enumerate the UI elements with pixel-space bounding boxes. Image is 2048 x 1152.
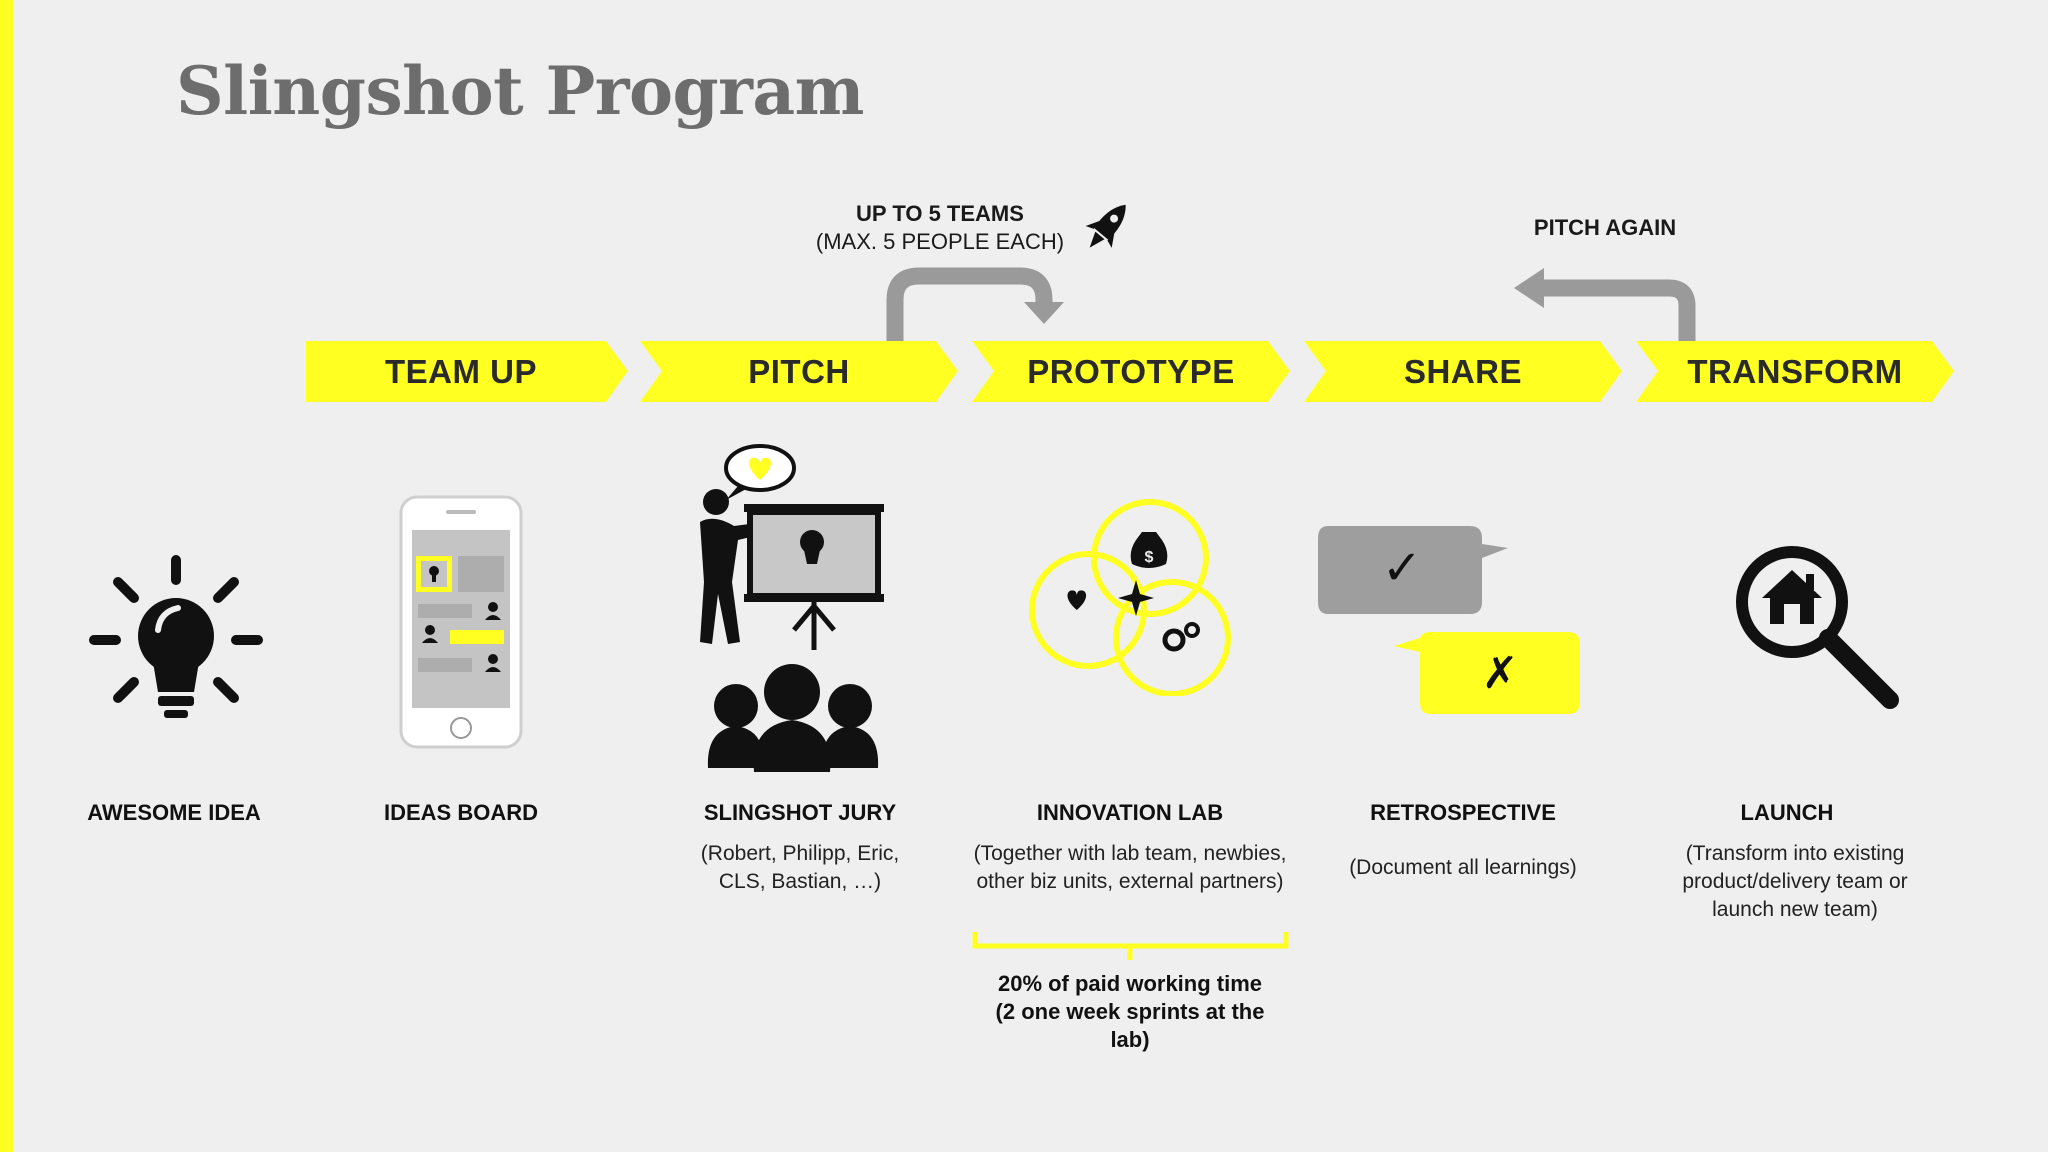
item-title-awesome-idea: AWESOME IDEA [87,800,261,825]
stage-share: SHARE [1403,353,1523,390]
left-accent-stripe [0,0,13,1152]
venn-circles-icon: $ [1029,499,1231,696]
chevron-prototype [972,341,1290,402]
svg-text:$: $ [1145,549,1154,566]
teams-note-line1: UP TO 5 TEAMS [856,201,1024,226]
retrospective-description: (Document all learnings) [1313,854,1613,882]
launch-desc-line2: product/delivery team or [1682,870,1908,893]
chevron-share [1304,341,1622,402]
loop-arrow-pitch-prototype [886,267,1053,342]
launch-description: (Transform into existing product/deliver… [1640,840,1950,924]
lab-time-line2: (2 one week sprints at the [995,999,1265,1024]
lab-time-brace [972,932,1289,960]
rocket-icon [1085,204,1126,248]
stage-pitch: PITCH [748,353,850,390]
chevron-pitch [640,341,958,402]
lab-time-line3: lab) [1110,1027,1150,1052]
jury-desc-line2: CLS, Bastian, …) [718,870,882,893]
chevron-transform [1636,341,1954,402]
presenter-audience-icon [700,444,884,772]
item-title-innovation-lab: INNOVATION LAB [1036,800,1224,825]
page-title: Slingshot Program [176,52,865,130]
lab-desc-line1: (Together with lab team, newbies, [973,842,1287,865]
speech-bubbles-icon [1318,526,1580,714]
item-title-retrospective: RETROSPECTIVE [1370,800,1556,825]
loop-arrow-head-left [1514,268,1544,308]
loop-arrow-head-down [1024,302,1064,324]
magnifier-house-icon [1736,546,1899,709]
lab-description: (Together with lab team, newbies, other … [950,840,1310,896]
jury-desc-line1: (Robert, Philipp, Eric, [700,842,900,865]
cross-mark-icon: ✗ [1481,648,1519,699]
pitch-again-note: PITCH AGAIN [1533,215,1677,240]
chevron-team-up [306,341,628,402]
teams-note: UP TO 5 TEAMS (MAX. 5 PEOPLE EACH) [790,200,1090,256]
retro-desc-line1: (Document all learnings) [1349,856,1577,879]
lightbulb-icon [89,555,263,718]
jury-description: (Robert, Philipp, Eric, CLS, Bastian, …) [660,840,940,896]
lab-desc-line2: other biz units, external partners) [976,870,1284,893]
launch-desc-line1: (Transform into existing [1685,842,1905,865]
lab-time-note: 20% of paid working time (2 one week spr… [970,970,1290,1054]
item-title-slingshot-jury: SLINGSHOT JURY [703,800,897,825]
stage-transform: TRANSFORM [1687,353,1903,390]
loop-arrow-pitch-again [1540,279,1696,342]
stage-prototype: PROTOTYPE [1027,353,1235,390]
teams-note-line2: (MAX. 5 PEOPLE EACH) [815,229,1065,254]
launch-desc-line3: launch new team) [1712,898,1878,921]
item-title-ideas-board: IDEAS BOARD [383,800,538,825]
stage-team-up: TEAM UP [385,353,537,390]
smartphone-board-icon [399,495,523,749]
check-mark-icon: ✓ [1381,540,1423,596]
item-title-launch: LAUNCH [1740,800,1834,825]
lab-time-line1: 20% of paid working time [997,971,1263,996]
